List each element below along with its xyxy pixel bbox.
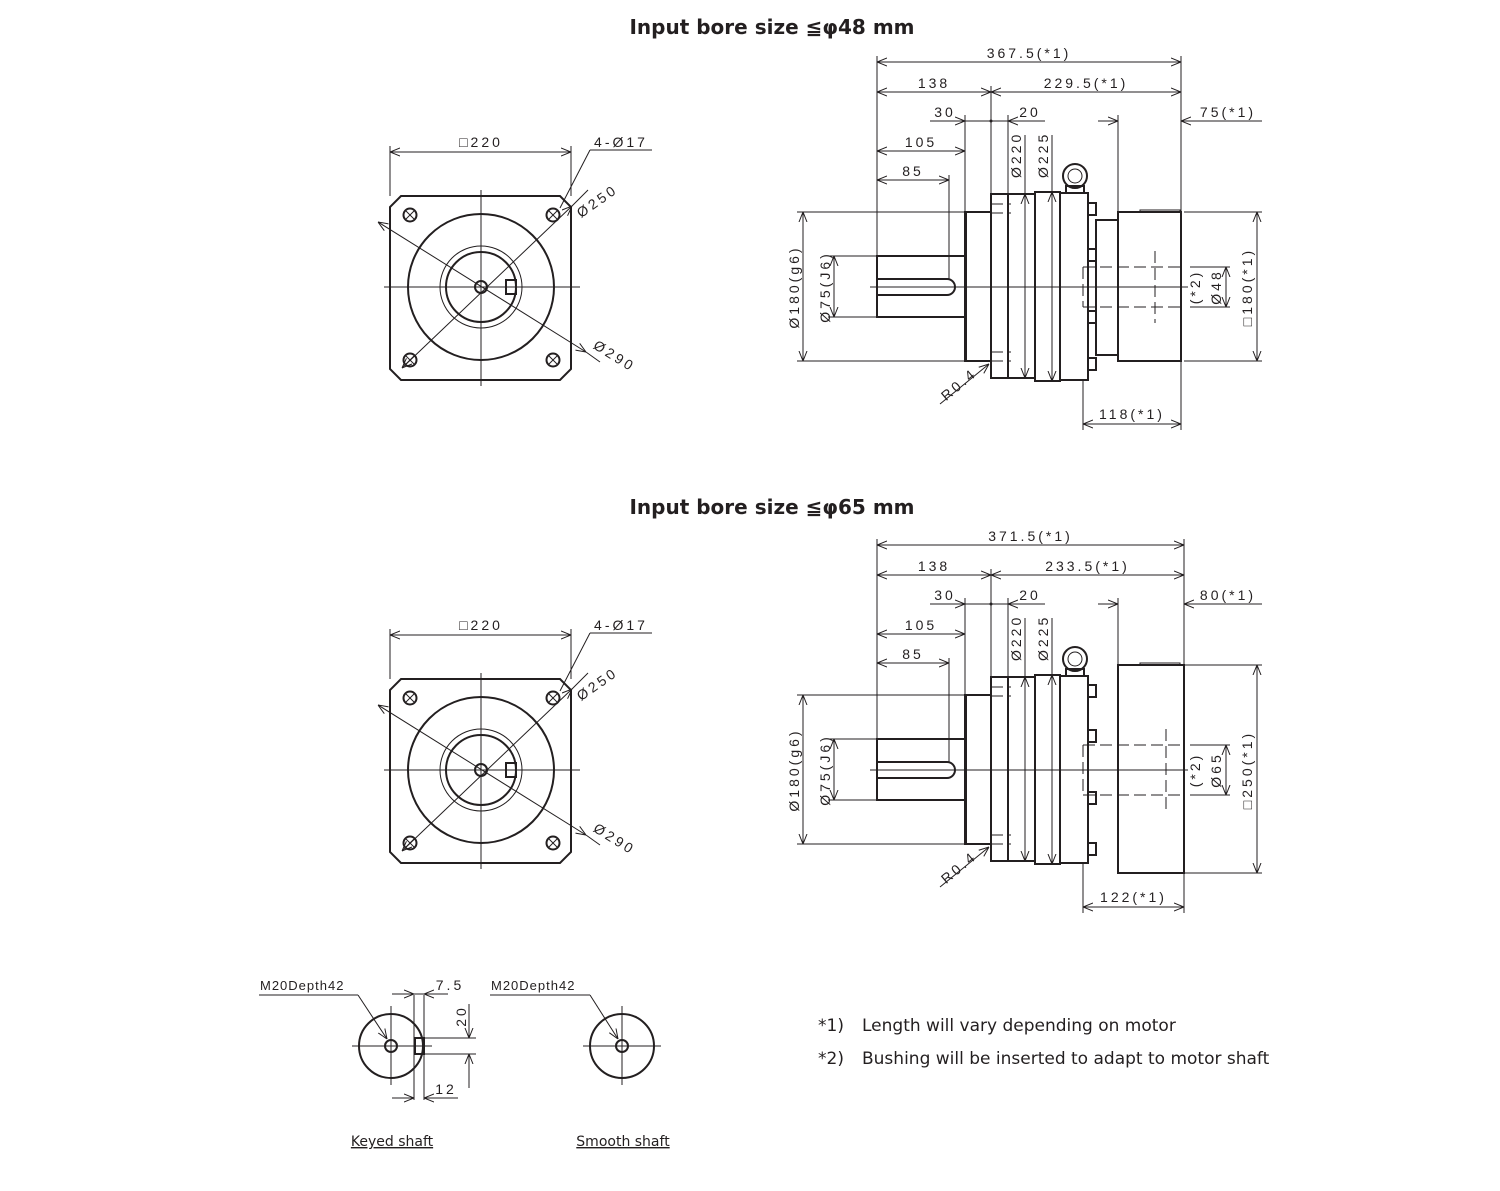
- housing-block-2: [1007, 676, 1036, 862]
- bore-note-label: (*2): [1187, 753, 1203, 788]
- outer-diameter-label: Ø290: [591, 337, 639, 375]
- right-length-label: 233.5(*1): [1045, 558, 1130, 574]
- smooth-shaft-caption: Smooth shaft: [576, 1134, 670, 1150]
- d30-label: 30: [934, 104, 956, 120]
- note-text: Bushing will be inserted to adapt to mot…: [862, 1049, 1270, 1069]
- motor-adapter: [1117, 664, 1185, 874]
- housing-bolt: [1087, 684, 1097, 698]
- d20-label: 20: [1019, 587, 1041, 603]
- housing-block-2: [1007, 193, 1036, 379]
- square-label: □220: [459, 617, 503, 633]
- d30-label: 30: [934, 587, 956, 603]
- motor-len-label: 80(*1): [1200, 587, 1256, 603]
- housing-bolt: [1087, 248, 1097, 262]
- square-label: □220: [459, 134, 503, 150]
- key-offset-label: 12: [435, 1081, 457, 1097]
- motor-len-label: 75(*1): [1200, 104, 1256, 120]
- bore-label: Ø48: [1208, 269, 1224, 304]
- side-view: 371.5(*1) 138 233.5(*1) 30 20 105 85 80(*1) 122(…: [786, 528, 1262, 913]
- note-mark: *2): [818, 1049, 844, 1069]
- adapter-mark: [1139, 662, 1181, 666]
- radius-leader: [939, 364, 989, 405]
- hidden-bolt: [991, 686, 1011, 845]
- adapter-len-label: 118(*1): [1099, 406, 1165, 422]
- housing-block-1: [990, 676, 1009, 862]
- radius-label: R0.4: [938, 848, 980, 887]
- d225-label: Ø225: [1035, 615, 1051, 661]
- eye-bolt-inner: [1067, 168, 1083, 184]
- pcd-label: Ø250: [574, 181, 621, 221]
- right-length-label: 229.5(*1): [1044, 75, 1129, 91]
- d75-label: Ø75(J6): [817, 251, 833, 323]
- holes-label: 4-Ø17: [594, 617, 648, 633]
- dim-dot: [989, 119, 993, 123]
- housing-bolt: [1087, 729, 1097, 743]
- housing-bolt: [1087, 310, 1097, 324]
- bore-note-label: (*2): [1187, 270, 1203, 305]
- pcd-label: Ø250: [574, 664, 621, 704]
- thread-label: M20Depth42: [491, 978, 575, 993]
- leader: [585, 834, 601, 846]
- d105-label: 105: [905, 617, 937, 633]
- overall-length-label: 371.5(*1): [988, 528, 1073, 544]
- leader: [571, 189, 589, 207]
- left-length-label: 138: [918, 75, 950, 91]
- side-view: 367.5(*1) 138 229.5(*1) 30 20 105 85 75(*1) 118(…: [786, 45, 1262, 430]
- d75-label: Ø75(J6): [817, 734, 833, 806]
- housing-block-1: [990, 193, 1009, 379]
- d85-label: 85: [902, 163, 924, 179]
- overall-length-label: 367.5(*1): [987, 45, 1072, 61]
- thread-label: M20Depth42: [260, 978, 344, 993]
- d105-label: 105: [905, 134, 937, 150]
- radius-label: R0.4: [938, 365, 980, 404]
- left-length-label: 138: [918, 558, 950, 574]
- thread-leader: [589, 994, 618, 1039]
- housing-bolt: [1087, 842, 1097, 856]
- housing-bolt: [1087, 791, 1097, 805]
- holes-leader: [559, 149, 591, 209]
- d225-label: Ø225: [1035, 132, 1051, 178]
- eye-bolt-ring: [1062, 646, 1088, 672]
- key-width-label: 7.5: [436, 977, 464, 993]
- d85-label: 85: [902, 646, 924, 662]
- holes-leader: [559, 632, 591, 692]
- leader: [585, 351, 601, 363]
- dim-dot: [989, 602, 993, 606]
- hidden-bolt: [991, 203, 1011, 362]
- holes-label: 4-Ø17: [594, 134, 648, 150]
- radius-leader: [939, 847, 989, 888]
- keyed-shaft-caption: Keyed shaft: [351, 1134, 434, 1150]
- eye-bolt-inner: [1067, 651, 1083, 667]
- motor-square-label: □250(*1): [1239, 731, 1255, 809]
- outer-diameter-label: Ø290: [591, 820, 639, 858]
- outer-diameter-line: [402, 206, 572, 368]
- d20-label: 20: [1019, 104, 1041, 120]
- eye-bolt-base: [1065, 668, 1085, 677]
- thread-leader: [357, 994, 387, 1039]
- housing-bolt: [1087, 202, 1097, 216]
- d220-label: Ø220: [1008, 615, 1024, 661]
- section-title-1: Input bore size ≦φ48 mm: [629, 15, 914, 39]
- eye-bolt-base: [1065, 185, 1085, 194]
- key-height-label: 20: [453, 1005, 469, 1027]
- note-mark: *1): [818, 1016, 844, 1036]
- leader: [571, 672, 589, 690]
- adapter-mark: [1139, 209, 1181, 213]
- section-title-2: Input bore size ≦φ65 mm: [629, 495, 914, 519]
- housing-bolt: [1087, 357, 1097, 371]
- motor-square-label: □180(*1): [1239, 248, 1255, 326]
- outer-diameter-line: [402, 689, 572, 851]
- d180-label: Ø180(g6): [786, 728, 802, 811]
- d180-label: Ø180(g6): [786, 245, 802, 328]
- adapter-len-label: 122(*1): [1100, 889, 1167, 905]
- note-text: Length will vary depending on motor: [862, 1016, 1176, 1036]
- bore-label: Ø65: [1208, 752, 1224, 787]
- d220-label: Ø220: [1008, 132, 1024, 178]
- eye-bolt-ring: [1062, 163, 1088, 189]
